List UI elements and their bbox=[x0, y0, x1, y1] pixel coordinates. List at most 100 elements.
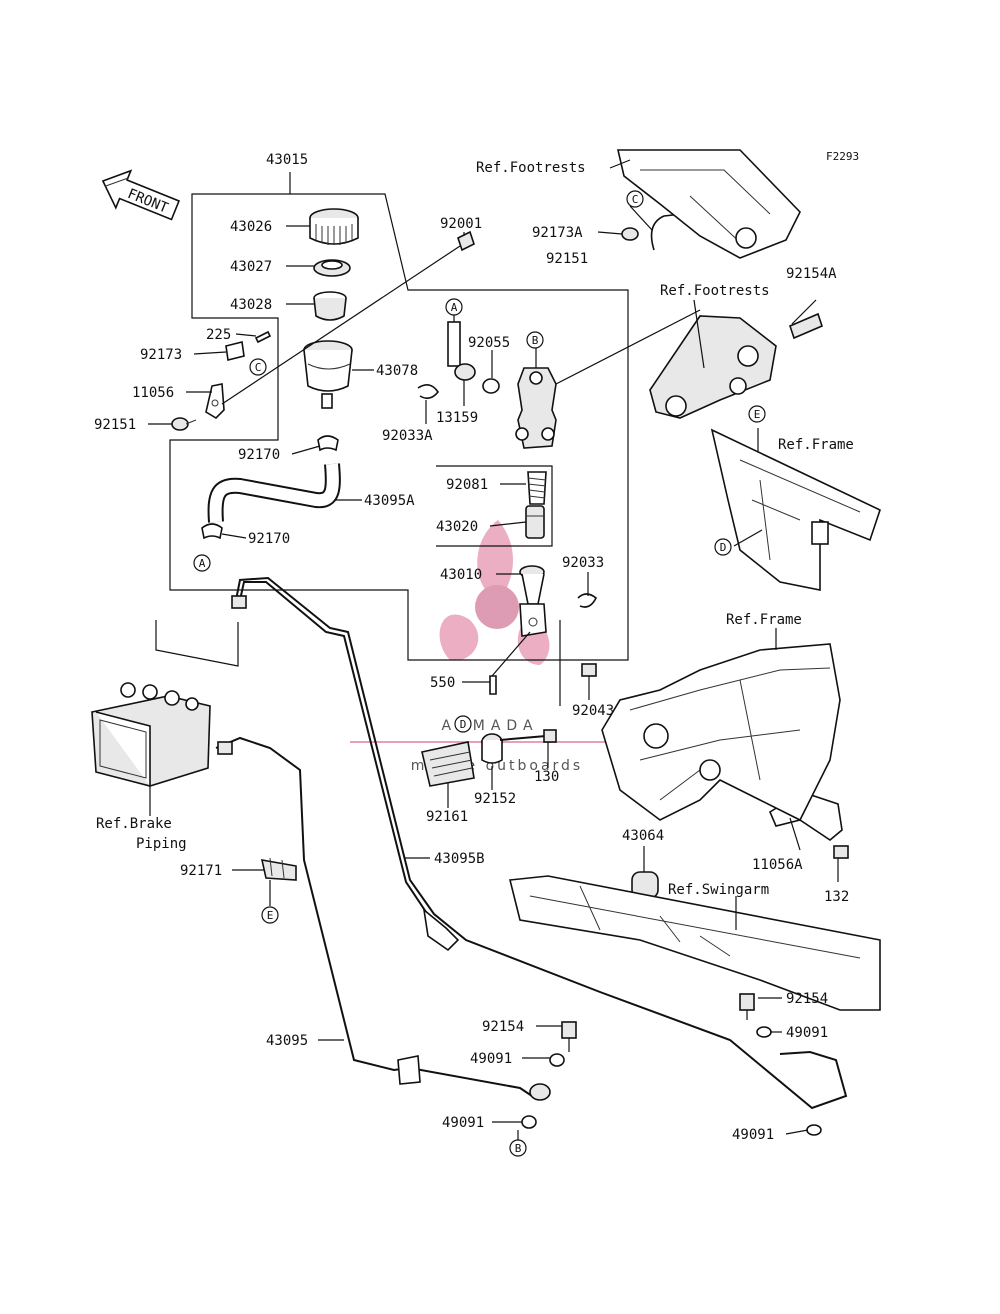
swingarm bbox=[509, 875, 881, 1011]
banjo-bolt-92154-lower bbox=[561, 1021, 577, 1052]
label-49091-c: 49091 bbox=[786, 1025, 828, 1041]
reservoir-band bbox=[225, 341, 245, 361]
pedal-92161 bbox=[421, 741, 475, 787]
label-49091-b: 49091 bbox=[442, 1115, 484, 1131]
abs-unit bbox=[91, 682, 211, 787]
reservoir-diaphragm bbox=[313, 291, 347, 321]
spring-92081 bbox=[527, 471, 547, 505]
svg-text:C: C bbox=[255, 361, 262, 374]
reservoir-plate bbox=[313, 259, 351, 277]
label-130: 130 bbox=[534, 769, 559, 785]
label-49091-d: 49091 bbox=[732, 1127, 774, 1143]
callout-e-left: E bbox=[261, 906, 279, 924]
footrest-bracket-upper bbox=[616, 149, 801, 259]
bolt-92154A bbox=[789, 312, 823, 340]
label-92170-upper: 92170 bbox=[238, 447, 280, 463]
callout-a-top: A bbox=[445, 298, 463, 316]
label-92154-right: 92154 bbox=[786, 991, 828, 1007]
label-43095B: 43095B bbox=[434, 851, 485, 867]
label-92043: 92043 bbox=[572, 703, 614, 719]
label-92001: 92001 bbox=[440, 216, 482, 232]
label-43028: 43028 bbox=[230, 297, 272, 313]
clamp-92170-lower bbox=[201, 523, 223, 540]
callout-b-top: B bbox=[526, 331, 544, 349]
callout-b-bottom: B bbox=[509, 1139, 527, 1157]
label-92170-lower: 92170 bbox=[248, 531, 290, 547]
bushing-92152 bbox=[481, 733, 503, 764]
clamp-92171 bbox=[260, 857, 297, 881]
washer-49091-c bbox=[756, 1026, 772, 1038]
callout-c-left: C bbox=[249, 358, 267, 376]
label-92081: 92081 bbox=[446, 477, 488, 493]
label-49091-a: 49091 bbox=[470, 1051, 512, 1067]
washer-49091-a bbox=[549, 1053, 565, 1067]
label-92173: 92173 bbox=[140, 347, 182, 363]
o-ring-92055 bbox=[482, 378, 500, 394]
callout-d-right: D bbox=[714, 538, 732, 556]
label-92055: 92055 bbox=[468, 335, 510, 351]
label-43026: 43026 bbox=[230, 219, 272, 235]
banjo-bolt-92154-right bbox=[739, 993, 755, 1020]
piston-43020 bbox=[525, 505, 545, 539]
frame-main bbox=[601, 643, 841, 822]
bolt-92151-right bbox=[621, 227, 639, 241]
svg-text:D: D bbox=[720, 541, 727, 554]
label-92173A: 92173A bbox=[532, 225, 583, 241]
master-cylinder-body bbox=[515, 367, 557, 449]
label-92151-right-visible: 92151 bbox=[546, 251, 588, 267]
ref-footrests-mid: Ref.Footrests bbox=[660, 283, 770, 299]
bolt-92001 bbox=[221, 230, 475, 405]
label-92154A: 92154A bbox=[786, 266, 837, 282]
figure-id: F2293 bbox=[826, 150, 859, 163]
ref-footrests-top: Ref.Footrests bbox=[476, 160, 586, 176]
bolt-92043 bbox=[581, 663, 597, 700]
callout-d-mid: D bbox=[454, 715, 472, 733]
reservoir-cap bbox=[309, 208, 359, 245]
brake-line-main bbox=[231, 576, 848, 1110]
washer-49091-d bbox=[806, 1124, 822, 1136]
spring-group-bracket bbox=[436, 465, 553, 547]
reservoir-group-bracket bbox=[169, 172, 629, 661]
hose-43095A bbox=[207, 463, 341, 523]
label-11056A: 11056A bbox=[752, 857, 803, 873]
svg-text:E: E bbox=[754, 408, 761, 421]
svg-text:E: E bbox=[267, 909, 274, 922]
frame-right bbox=[710, 428, 881, 591]
label-92161: 92161 bbox=[426, 809, 468, 825]
label-43064: 43064 bbox=[622, 828, 664, 844]
callout-e-right: E bbox=[748, 405, 766, 423]
bolt-132 bbox=[833, 845, 849, 859]
callout-a-bottom: A bbox=[193, 554, 211, 572]
callout-c-right: C bbox=[626, 190, 644, 208]
footrest-bracket-mid bbox=[649, 315, 777, 419]
label-225: 225 bbox=[206, 327, 231, 343]
bolt-130 bbox=[499, 729, 557, 743]
svg-text:B: B bbox=[515, 1142, 522, 1155]
label-43095: 43095 bbox=[266, 1033, 308, 1049]
svg-text:C: C bbox=[632, 193, 639, 206]
washer-49091-b bbox=[521, 1115, 537, 1129]
label-92154-lower: 92154 bbox=[482, 1019, 524, 1035]
fitting-13159 bbox=[447, 321, 476, 381]
svg-text:D: D bbox=[460, 718, 467, 731]
label-43010: 43010 bbox=[440, 567, 482, 583]
banjo-fitting-lower bbox=[529, 1083, 551, 1101]
circlip-92033A bbox=[417, 384, 439, 400]
clamp-92170-upper bbox=[317, 435, 339, 452]
label-132: 132 bbox=[824, 889, 849, 905]
label-550: 550 bbox=[430, 675, 455, 691]
circlip-92033 bbox=[577, 593, 598, 608]
label-92033: 92033 bbox=[562, 555, 604, 571]
ref-swingarm: Ref.Swingarm bbox=[668, 882, 769, 898]
label-11056: 11056 bbox=[132, 385, 174, 401]
label-43095A: 43095A bbox=[364, 493, 415, 509]
push-rod-43010 bbox=[519, 565, 547, 637]
brake-line-lower bbox=[215, 736, 533, 1097]
leader-lines bbox=[148, 159, 839, 1140]
bolt-92151-left bbox=[171, 417, 197, 431]
screw-225 bbox=[254, 330, 272, 344]
svg-text:A: A bbox=[199, 557, 206, 570]
label-43078: 43078 bbox=[376, 363, 418, 379]
ref-frame-mid: Ref.Frame bbox=[726, 612, 802, 628]
